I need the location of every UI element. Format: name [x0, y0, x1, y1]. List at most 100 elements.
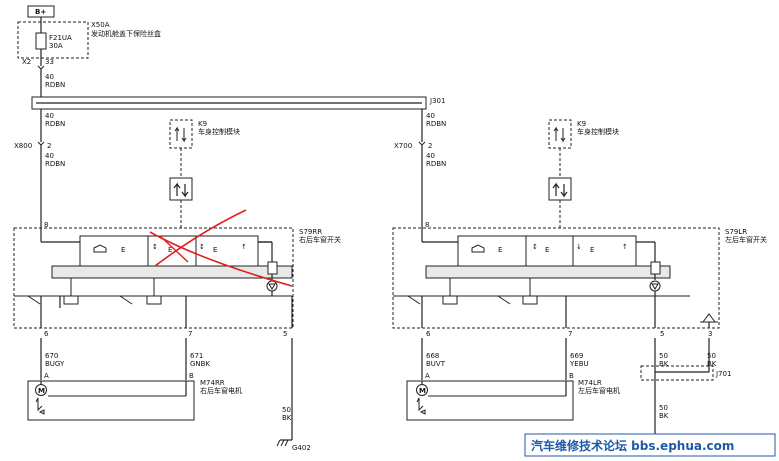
switch-lr: S79LR 左后车窗开关 8 E ↕ E ↓ E ↑ 6 7: [392, 221, 767, 338]
switch-rr-desc: 右后车窗开关: [299, 235, 341, 244]
ground-right: 50 BK 50 BK J701 50 BK: [640, 338, 731, 440]
fuse-block-desc: 发动机舱盖下保险丝盒: [91, 29, 161, 38]
motor-lr: M M74LR 左后车窗电机: [406, 379, 620, 421]
switch-rr-pin-b: 7: [188, 330, 192, 338]
ground-right-gauge-b: 50: [707, 352, 716, 360]
ground-right-gauge-a: 50: [659, 352, 668, 360]
motor-rr-id: M74RR: [200, 379, 225, 387]
bcm-right-id: K9: [577, 120, 586, 128]
right-branch-wire: 40 RDBN X700 2 40 RDBN: [394, 109, 446, 232]
motor-rr-pin-a: A: [44, 372, 49, 380]
feed-wire: 40 RDBN: [40, 69, 65, 97]
switch-lr-pin-gnd: 5: [660, 330, 664, 338]
watermark: 汽车维修技术论坛 bbs.ephua.com: [524, 433, 776, 457]
motor-lr-pin-a: A: [425, 372, 430, 380]
right-wire-color-2: RDBN: [426, 160, 446, 168]
switch-rr: S79RR 右后车窗开关 8 E ↕ E ↕ E ↑ 6 7: [13, 221, 341, 338]
fuse-rating: 30A: [49, 42, 63, 50]
motor-lr-wire-b-color: YEBU: [569, 360, 589, 368]
motor-lr-wire-a-gauge: 668: [426, 352, 439, 360]
ground-right-gauge-c: 50: [659, 404, 668, 412]
motor-rr-wire-a-color: BUGY: [45, 360, 65, 368]
ground-left-color: BK: [282, 414, 292, 422]
bcm-left-id: K9: [198, 120, 207, 128]
switch-rr-e1: E: [121, 246, 125, 254]
cross-out-mark: [149, 209, 293, 287]
fuse-pin: 33: [45, 58, 54, 66]
right-connector-pin: 2: [428, 142, 432, 150]
switch-rr-e2: E: [168, 246, 172, 254]
ground-left: 50 BK G402: [276, 338, 311, 452]
left-wire-gauge-2: 40: [45, 152, 54, 160]
switch-lr-e1: E: [498, 246, 502, 254]
fuse-id: F21UA: [49, 34, 72, 42]
motor-rr-pin-b: B: [189, 372, 194, 380]
motor-lr-desc: 左后车窗电机: [578, 386, 620, 395]
motor-rr-wire-a-gauge: 670: [45, 352, 58, 360]
left-wire-color: RDBN: [45, 120, 65, 128]
switch-lr-up: ↑: [622, 243, 628, 251]
switch-rr-pin-gnd: 5: [283, 330, 287, 338]
motor-rr-wire-b-gauge: 671: [190, 352, 203, 360]
switch-rr-id: S79RR: [299, 228, 322, 236]
bcm-left: K9 车身控制模块: [169, 119, 240, 228]
fuse-connector: X2: [22, 58, 31, 66]
left-branch-wire: 40 RDBN X800 2 40 RDBN: [14, 109, 65, 232]
fuse-block-id: X50A: [91, 21, 110, 29]
watermark-text: 汽车维修技术论坛 bbs.ephua.com: [531, 438, 734, 453]
switch-rr-pin-a: 6: [44, 330, 49, 338]
switch-lr-pin-a: 6: [426, 330, 431, 338]
motor-lr-pin-b: B: [569, 372, 574, 380]
ground-right-color-b: BK: [707, 360, 717, 368]
motor-lr-symbol: M: [419, 387, 426, 395]
motor-lr-wires: 668 BUVT 669 YEBU A B: [421, 338, 589, 380]
splice-id: J301: [429, 97, 445, 105]
switch-lr-id: S79LR: [725, 228, 747, 236]
motor-rr-desc: 右后车窗电机: [200, 386, 242, 395]
motor-rr-wires: 670 BUGY 671 GNBK A B: [40, 338, 210, 380]
motor-rr-symbol: M: [38, 387, 45, 395]
left-wire-gauge: 40: [45, 112, 54, 120]
feed-wire-color: RDBN: [45, 81, 65, 89]
ground-right-color-a: BK: [659, 360, 669, 368]
ground-left-gauge: 50: [282, 406, 291, 414]
ground-right-splice: J701: [715, 370, 731, 378]
power-label: B+: [35, 8, 46, 16]
switch-rr-e3: E: [213, 246, 217, 254]
motor-lr-id: M74LR: [578, 379, 602, 387]
switch-lr-updown1: ↕: [532, 243, 538, 251]
switch-lr-pin-b: 7: [568, 330, 572, 338]
switch-lr-pin-d: 3: [708, 330, 712, 338]
switch-lr-pin-in: 8: [425, 221, 429, 229]
right-wire-color: RDBN: [426, 120, 446, 128]
left-wire-color-2: RDBN: [45, 160, 65, 168]
motor-rr: M M74RR 右后车窗电机: [27, 379, 242, 421]
switch-rr-updown1: ↕: [152, 243, 158, 251]
switch-rr-updown2: ↕: [199, 243, 205, 251]
switch-rr-up: ↑: [241, 243, 247, 251]
left-connector: X800: [14, 142, 32, 150]
feed-wire-gauge: 40: [45, 73, 54, 81]
ground-right-color-c: BK: [659, 412, 669, 420]
ground-left-id: G402: [292, 444, 311, 452]
switch-rr-pin-in: 8: [44, 221, 48, 229]
right-connector: X700: [394, 142, 412, 150]
motor-lr-wire-a-color: BUVT: [426, 360, 446, 368]
left-connector-pin: 2: [47, 142, 51, 150]
switch-lr-e2: E: [545, 246, 549, 254]
splice-bus: J301: [31, 96, 445, 110]
right-wire-gauge-2: 40: [426, 152, 435, 160]
bcm-right: K9 车身控制模块: [548, 119, 619, 228]
switch-lr-e3: E: [590, 246, 594, 254]
switch-lr-desc: 左后车窗开关: [725, 235, 767, 244]
bcm-left-desc: 车身控制模块: [198, 127, 240, 136]
bcm-right-desc: 车身控制模块: [577, 127, 619, 136]
motor-rr-wire-b-color: GNBK: [190, 360, 210, 368]
power-source: B+: [27, 5, 55, 22]
fuse-block: X50A 发动机舱盖下保险丝盒 F21UA 30A X2 33: [17, 21, 161, 70]
right-wire-gauge: 40: [426, 112, 435, 120]
switch-lr-down: ↓: [576, 243, 582, 251]
motor-lr-wire-b-gauge: 669: [570, 352, 583, 360]
